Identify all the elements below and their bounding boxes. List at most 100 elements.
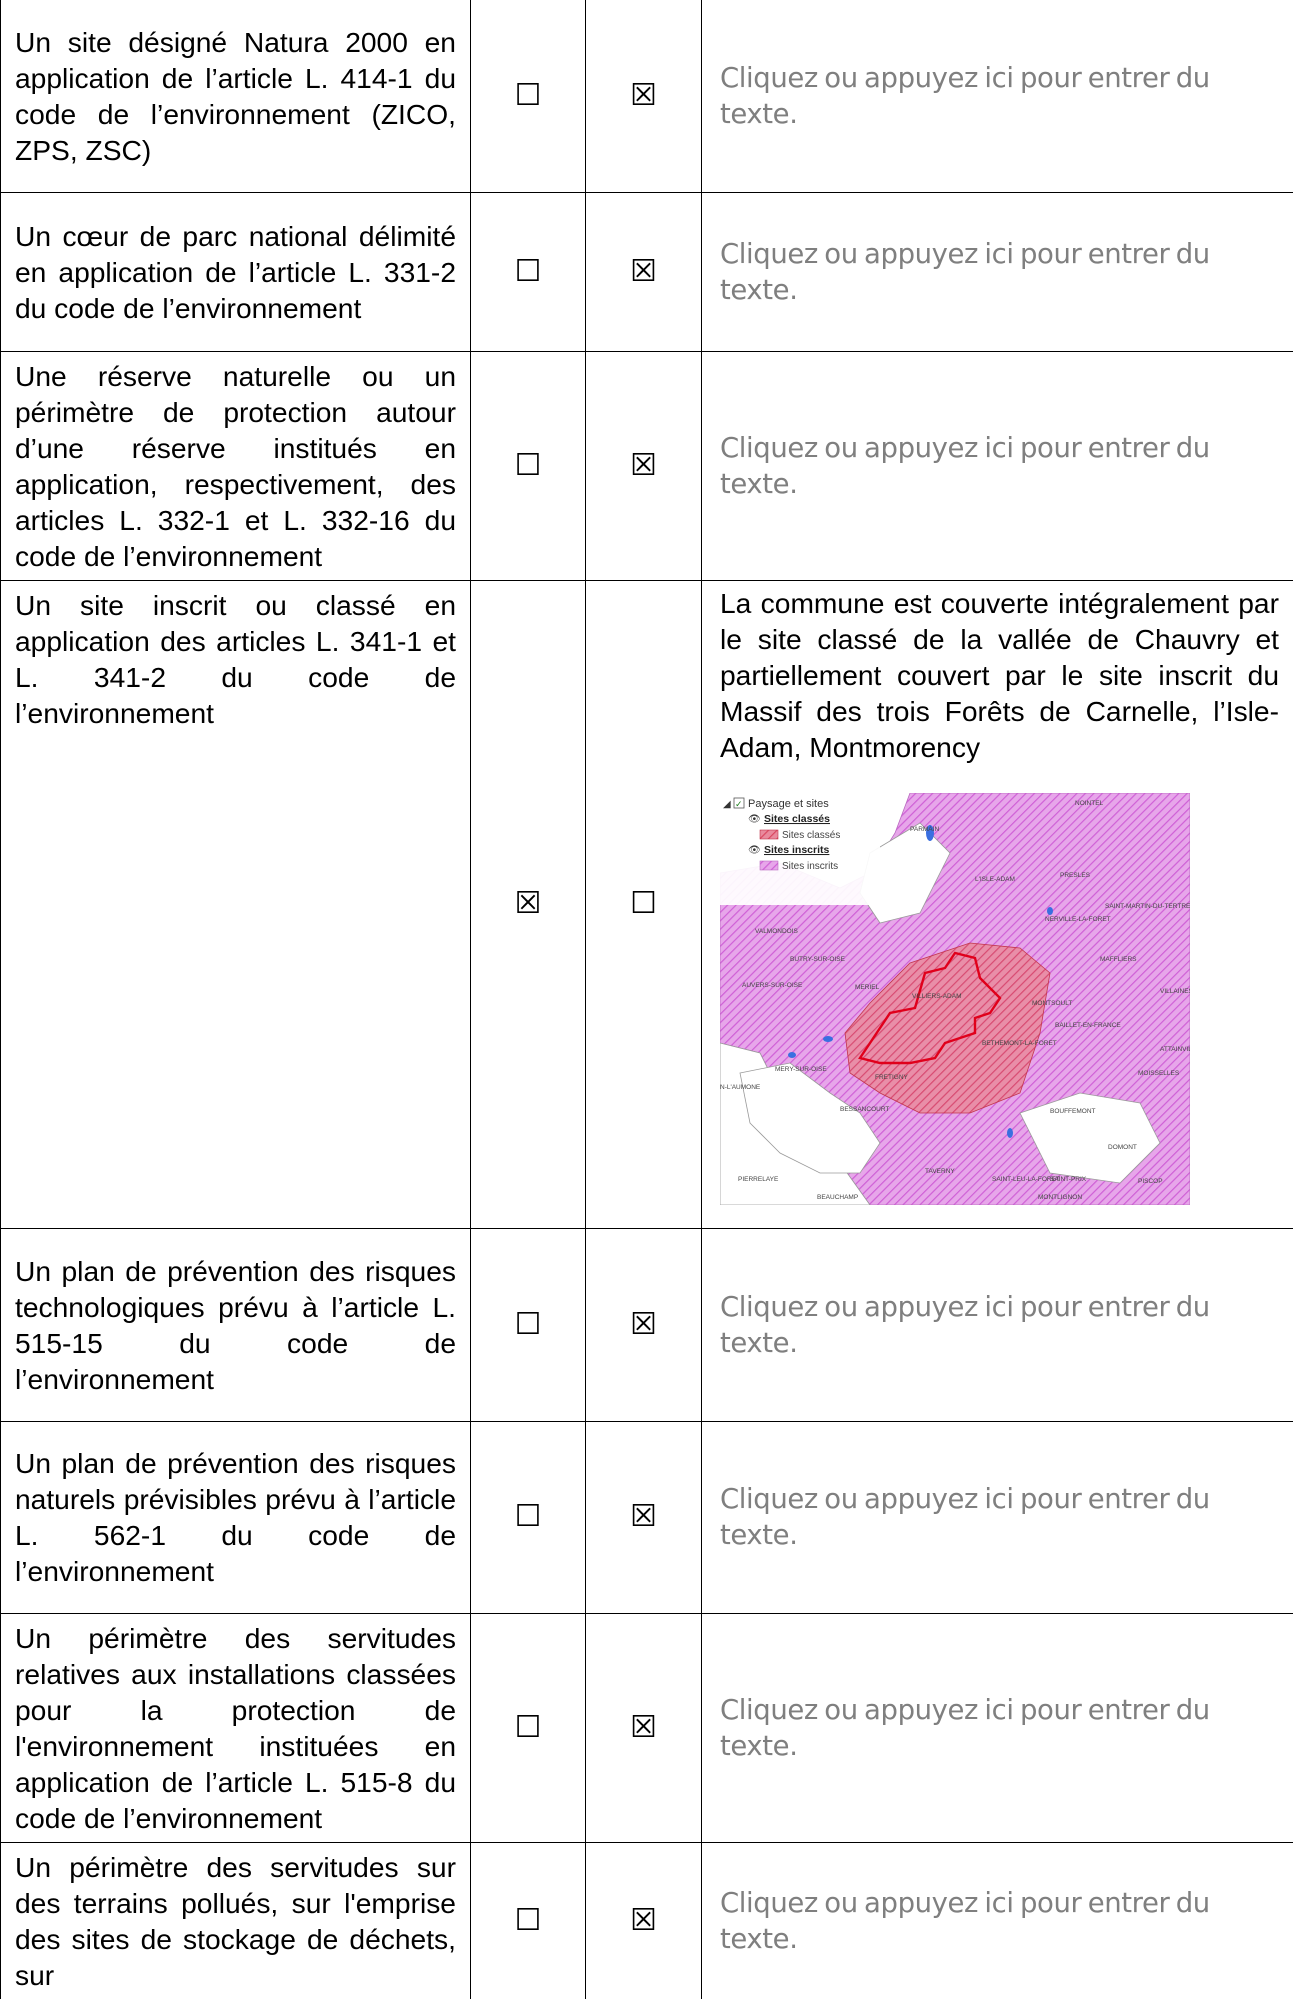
table-row: Un périmètre des servitudes relatives au… bbox=[1, 1613, 1293, 1842]
row-description: Un site désigné Natura 2000 en applicati… bbox=[15, 24, 456, 168]
place-label: L'ISLE-ADAM bbox=[975, 876, 1015, 883]
oui-checkbox[interactable]: ☐ bbox=[471, 192, 586, 351]
place-label: AUVERS-SUR-OISE bbox=[742, 982, 803, 989]
row-description-cell: Un périmètre des servitudes sur des terr… bbox=[1, 1842, 471, 1999]
oui-checkbox[interactable]: ☒ bbox=[471, 580, 586, 1228]
row-description: Un périmètre des servitudes relatives au… bbox=[15, 1620, 456, 1836]
non-checkbox[interactable]: ☒ bbox=[586, 1842, 702, 1999]
oui-checkbox-glyph: ☐ bbox=[515, 448, 542, 484]
oui-checkbox-glyph: ☐ bbox=[515, 254, 542, 290]
row-description-cell: Un plan de prévention des risques nature… bbox=[1, 1421, 471, 1613]
non-checkbox-glyph: ☒ bbox=[630, 1710, 657, 1746]
place-label: NOINTEL bbox=[1075, 800, 1104, 807]
place-label: TAVERNY bbox=[925, 1168, 955, 1175]
table-row: Un site désigné Natura 2000 en applicati… bbox=[1, 0, 1293, 192]
non-checkbox[interactable]: ☐ bbox=[586, 580, 702, 1228]
sites-map-svg: ◢ ✓ Paysage et sites 👁 Sites classés Sit… bbox=[720, 793, 1190, 1205]
oui-checkbox[interactable]: ☐ bbox=[471, 1421, 586, 1613]
row-description: Un plan de prévention des risques techno… bbox=[15, 1253, 456, 1397]
place-label: FRETIGNY bbox=[875, 1074, 909, 1081]
oui-checkbox[interactable]: ☐ bbox=[471, 351, 586, 580]
place-label: SAINT-MARTIN-DU-TERTRE bbox=[1105, 903, 1190, 910]
non-checkbox-glyph: ☒ bbox=[630, 254, 657, 290]
place-label: PARMAIN bbox=[910, 826, 939, 833]
non-checkbox[interactable]: ☒ bbox=[586, 351, 702, 580]
row-description-cell: Un site inscrit ou classé en application… bbox=[1, 580, 471, 1228]
table-row: Un cœur de parc national délimité en app… bbox=[1, 192, 1293, 351]
row-description: Un plan de prévention des risques nature… bbox=[15, 1445, 456, 1589]
non-checkbox-glyph: ☐ bbox=[630, 886, 657, 922]
place-label: BUTRY-SUR-OISE bbox=[790, 956, 846, 963]
observation-field[interactable]: Cliquez ou appuyez ici pour entrer du te… bbox=[702, 1613, 1293, 1842]
oui-checkbox[interactable]: ☐ bbox=[471, 1613, 586, 1842]
non-checkbox[interactable]: ☒ bbox=[586, 1421, 702, 1613]
place-label: MERY-SUR-OISE bbox=[775, 1066, 827, 1073]
observation-field[interactable]: Cliquez ou appuyez ici pour entrer du te… bbox=[702, 1842, 1293, 1999]
map-legend: ◢ ✓ Paysage et sites 👁 Sites classés Sit… bbox=[720, 793, 880, 905]
svg-text:👁: 👁 bbox=[748, 814, 761, 825]
row-description-cell: Un cœur de parc national délimité en app… bbox=[1, 192, 471, 351]
place-label: MOISSELLES bbox=[1138, 1070, 1180, 1077]
non-checkbox[interactable]: ☒ bbox=[586, 1613, 702, 1842]
place-label: VALMONDOIS bbox=[755, 928, 799, 935]
observation-placeholder: Cliquez ou appuyez ici pour entrer du te… bbox=[720, 1885, 1293, 1957]
table-row: Un périmètre des servitudes sur des terr… bbox=[1, 1842, 1293, 1999]
non-checkbox-glyph: ☒ bbox=[630, 448, 657, 484]
place-label: ATTAINVILLE bbox=[1160, 1046, 1190, 1053]
oui-checkbox-glyph: ☐ bbox=[515, 1710, 542, 1746]
non-checkbox-glyph: ☒ bbox=[630, 78, 657, 114]
row-description-cell: Une réserve naturelle ou un périmètre de… bbox=[1, 351, 471, 580]
place-label: MONTSOULT bbox=[1032, 1000, 1072, 1007]
row-description-cell: Un périmètre des servitudes relatives au… bbox=[1, 1613, 471, 1842]
row-description: Une réserve naturelle ou un périmètre de… bbox=[15, 358, 456, 574]
legend-classes-item: Sites classés bbox=[782, 830, 840, 841]
place-label: BAILLET-EN-FRANCE bbox=[1055, 1022, 1121, 1029]
observation-field[interactable]: Cliquez ou appuyez ici pour entrer du te… bbox=[702, 351, 1293, 580]
observation-placeholder: Cliquez ou appuyez ici pour entrer du te… bbox=[720, 1481, 1293, 1553]
svg-text:👁: 👁 bbox=[748, 845, 761, 856]
oui-checkbox-glyph: ☒ bbox=[515, 886, 542, 922]
oui-checkbox[interactable]: ☐ bbox=[471, 1842, 586, 1999]
place-label: MAFFLIERS bbox=[1100, 956, 1137, 963]
place-label: PISCOP bbox=[1138, 1178, 1163, 1185]
observation-field[interactable]: Cliquez ou appuyez ici pour entrer du te… bbox=[702, 192, 1293, 351]
oui-checkbox-glyph: ☐ bbox=[515, 1307, 542, 1343]
place-label: BOUFFEMONT bbox=[1050, 1108, 1096, 1115]
oui-checkbox[interactable]: ☐ bbox=[471, 1228, 586, 1421]
observation-placeholder: Cliquez ou appuyez ici pour entrer du te… bbox=[720, 1692, 1293, 1764]
non-checkbox[interactable]: ☒ bbox=[586, 0, 702, 192]
oui-checkbox[interactable]: ☐ bbox=[471, 0, 586, 192]
place-label: MONTLIGNON bbox=[1038, 1194, 1082, 1201]
place-label: VILLIERS-ADAM bbox=[912, 993, 962, 1000]
non-checkbox-glyph: ☒ bbox=[630, 1499, 657, 1535]
non-checkbox-glyph: ☒ bbox=[630, 1307, 657, 1343]
observation-field[interactable]: Cliquez ou appuyez ici pour entrer du te… bbox=[702, 1228, 1293, 1421]
legend-inscrits-item: Sites inscrits bbox=[782, 861, 838, 872]
table-row: Un plan de prévention des risques techno… bbox=[1, 1228, 1293, 1421]
place-label: N-L'AUMONE bbox=[720, 1084, 761, 1091]
observation-field[interactable]: Cliquez ou appuyez ici pour entrer du te… bbox=[702, 1421, 1293, 1613]
sites-map: ◢ ✓ Paysage et sites 👁 Sites classés Sit… bbox=[720, 793, 1190, 1205]
observation-placeholder: Cliquez ou appuyez ici pour entrer du te… bbox=[720, 1289, 1293, 1361]
row-description-cell: Un site désigné Natura 2000 en applicati… bbox=[1, 0, 471, 192]
oui-checkbox-glyph: ☐ bbox=[515, 1903, 542, 1939]
table-row: Un site inscrit ou classé en application… bbox=[1, 580, 1293, 1228]
place-label: PIERRELAYE bbox=[738, 1176, 779, 1183]
place-label: BEAUCHAMP bbox=[817, 1194, 858, 1201]
place-label: SAINT-PRIX bbox=[1050, 1176, 1087, 1183]
non-checkbox[interactable]: ☒ bbox=[586, 192, 702, 351]
place-label: BESSANCOURT bbox=[840, 1106, 889, 1113]
observation-field[interactable]: Cliquez ou appuyez ici pour entrer du te… bbox=[702, 0, 1293, 192]
observation-text: La commune est couverte intégralement pa… bbox=[720, 585, 1293, 765]
table-row: Une réserve naturelle ou un périmètre de… bbox=[1, 351, 1293, 580]
legend-group: Paysage et sites bbox=[748, 798, 829, 810]
observation-placeholder: Cliquez ou appuyez ici pour entrer du te… bbox=[720, 430, 1293, 502]
observation-placeholder: Cliquez ou appuyez ici pour entrer du te… bbox=[720, 60, 1293, 132]
oui-checkbox-glyph: ☐ bbox=[515, 1499, 542, 1535]
legend-inscrits-header: Sites inscrits bbox=[764, 844, 830, 856]
place-label: DOMONT bbox=[1108, 1144, 1137, 1151]
non-checkbox[interactable]: ☒ bbox=[586, 1228, 702, 1421]
place-label: MERIEL bbox=[855, 984, 880, 991]
row-description: Un cœur de parc national délimité en app… bbox=[15, 218, 456, 326]
